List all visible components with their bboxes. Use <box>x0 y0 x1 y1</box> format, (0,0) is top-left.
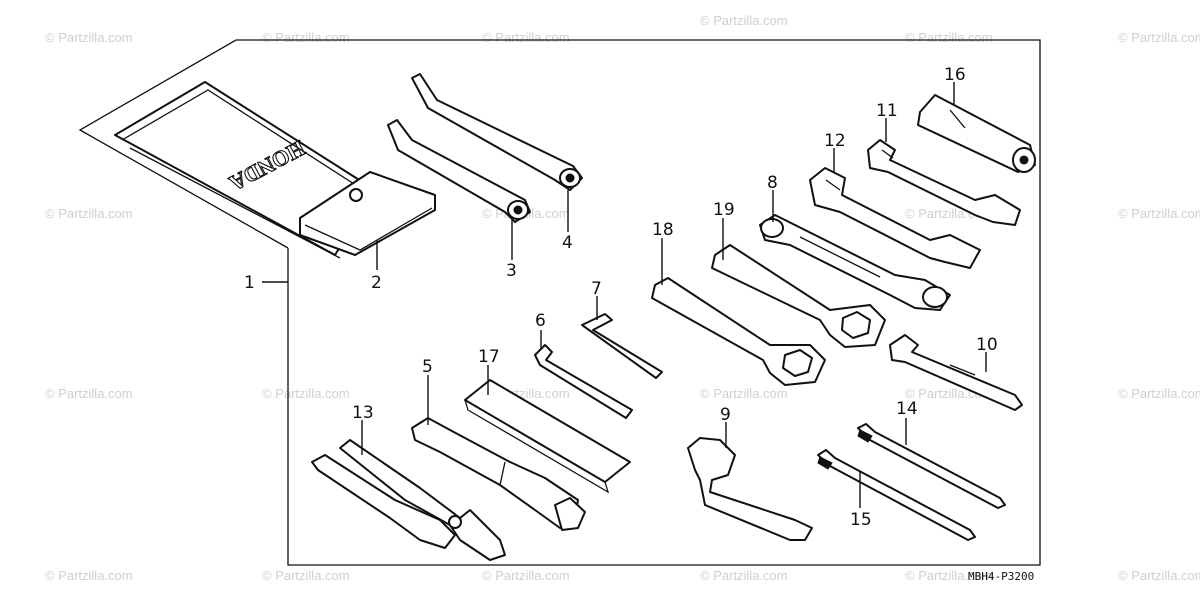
screwdriver-bit-flat <box>817 449 976 541</box>
open-end-wrench-small <box>867 139 1021 226</box>
watermark: © Partzilla.com <box>482 30 570 45</box>
callout-10: 10 <box>976 335 998 355</box>
watermark: © Partzilla.com <box>45 206 133 221</box>
box-wrench-18 <box>651 277 826 386</box>
callout-4: 4 <box>562 233 573 253</box>
watermark: © Partzilla.com <box>700 386 788 401</box>
watermark: © Partzilla.com <box>905 568 993 583</box>
watermark: © Partzilla.com <box>1118 206 1200 221</box>
watermark: © Partzilla.com <box>262 30 350 45</box>
callout-labels: 1 2 3 4 5 6 7 8 9 10 11 12 13 14 15 16 1… <box>244 65 998 530</box>
watermark: © Partzilla.com <box>700 13 788 28</box>
watermark: © Partzilla.com <box>262 568 350 583</box>
extension-bar-long <box>411 73 583 191</box>
leader-lines <box>262 82 987 508</box>
pliers <box>311 439 506 561</box>
flat-spanner <box>889 334 1023 411</box>
tool-handle-bar <box>464 379 631 494</box>
callout-14: 14 <box>896 399 918 419</box>
watermark: © Partzilla.com <box>1118 568 1200 583</box>
watermark: © Partzilla.com <box>1118 386 1200 401</box>
watermark: © Partzilla.com <box>45 568 133 583</box>
callout-9: 9 <box>720 405 731 425</box>
watermark: © Partzilla.com <box>45 30 133 45</box>
callout-1: 1 <box>244 273 255 293</box>
callout-12: 12 <box>824 131 846 151</box>
callout-3: 3 <box>506 261 517 281</box>
watermark: © Partzilla.com <box>262 386 350 401</box>
callout-13: 13 <box>352 403 374 423</box>
hex-key-large <box>581 313 663 379</box>
hook-spanner <box>687 437 813 541</box>
callout-16: 16 <box>944 65 966 85</box>
drawing-code: MBH4-P3200 <box>968 570 1034 583</box>
box-wrench-19 <box>711 244 886 348</box>
watermark: © Partzilla.com <box>700 568 788 583</box>
hex-key <box>534 344 633 419</box>
callout-6: 6 <box>535 311 546 331</box>
callout-15: 15 <box>850 510 872 530</box>
watermark: © Partzilla.com <box>482 568 570 583</box>
open-end-wrench <box>809 167 981 269</box>
screwdriver-bit-phillips <box>857 423 1006 509</box>
diagram-frame <box>78 39 1041 566</box>
callout-5: 5 <box>422 357 433 377</box>
screwdriver-handle <box>917 94 1036 173</box>
tool-bag: HONDA <box>114 81 436 259</box>
callout-7: 7 <box>591 279 602 299</box>
callout-2: 2 <box>371 273 382 293</box>
watermark: © Partzilla.com <box>45 386 133 401</box>
spark-plug-wrench <box>411 417 586 531</box>
callout-19: 19 <box>713 200 735 220</box>
callout-18: 18 <box>652 220 674 240</box>
watermark: © Partzilla.com <box>1118 30 1200 45</box>
watermark: © Partzilla.com <box>905 30 993 45</box>
ring-wrench <box>759 214 951 311</box>
callout-8: 8 <box>767 173 778 193</box>
callout-17: 17 <box>478 347 500 367</box>
callout-11: 11 <box>876 101 898 121</box>
extension-bar-short <box>387 119 531 223</box>
